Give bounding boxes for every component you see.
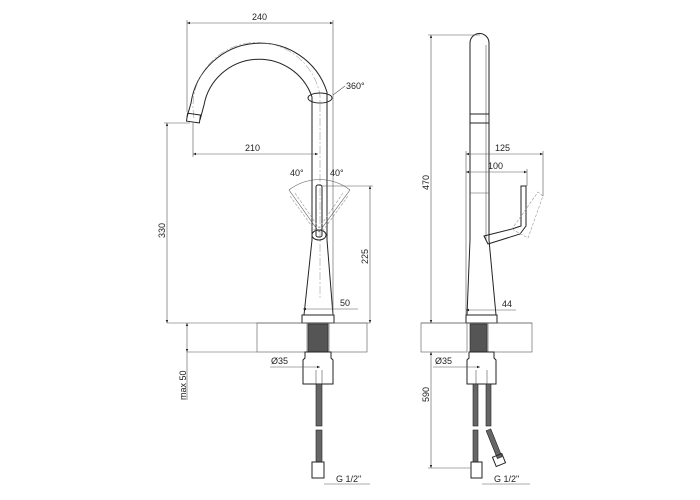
dim-angle-left: 40°: [290, 168, 304, 178]
dim-590: 590: [421, 387, 431, 402]
side-view: 470 125 100 44 Ø35 590 G 1/2": [420, 33, 544, 485]
hose-nut: [311, 461, 325, 479]
front-view: 240 210 330 225 50 360° 40° 40° max 50 Ø…: [157, 12, 373, 485]
dim-44: 44: [502, 299, 512, 309]
rotation-ring: [307, 92, 333, 104]
countertop: [167, 322, 370, 353]
body-side: [466, 239, 497, 316]
hose-side-2: [485, 383, 492, 427]
dim-330: 330: [157, 223, 167, 238]
dim-240: 240: [252, 12, 267, 22]
dim-125: 125: [495, 143, 510, 153]
lever: [288, 179, 351, 241]
dim-50: 50: [340, 298, 350, 308]
hose-side-1: [472, 383, 479, 427]
dim-470: 470: [421, 175, 431, 190]
dim-g12: G 1/2": [336, 474, 361, 484]
dim-d35-side: Ø35: [435, 356, 452, 366]
threaded-shank: [307, 323, 329, 353]
spout: [185, 42, 333, 300]
lever-side: [483, 185, 527, 245]
base-plate: [301, 314, 335, 324]
dim-225: 225: [360, 249, 370, 264]
dim-max-50: max 50: [178, 370, 188, 400]
dim-360: 360°: [346, 81, 365, 91]
dim-100: 100: [488, 161, 503, 171]
dim-angle-right: 40°: [330, 168, 344, 178]
spout-side: [469, 33, 490, 240]
spray-head-ring: [469, 113, 490, 124]
mounting-nut: [302, 351, 334, 385]
hose: [315, 383, 323, 427]
dim-g12-side: G 1/2": [494, 474, 519, 484]
body: [303, 239, 334, 316]
dim-210: 210: [245, 143, 260, 153]
dim-d35: Ø35: [271, 356, 288, 366]
